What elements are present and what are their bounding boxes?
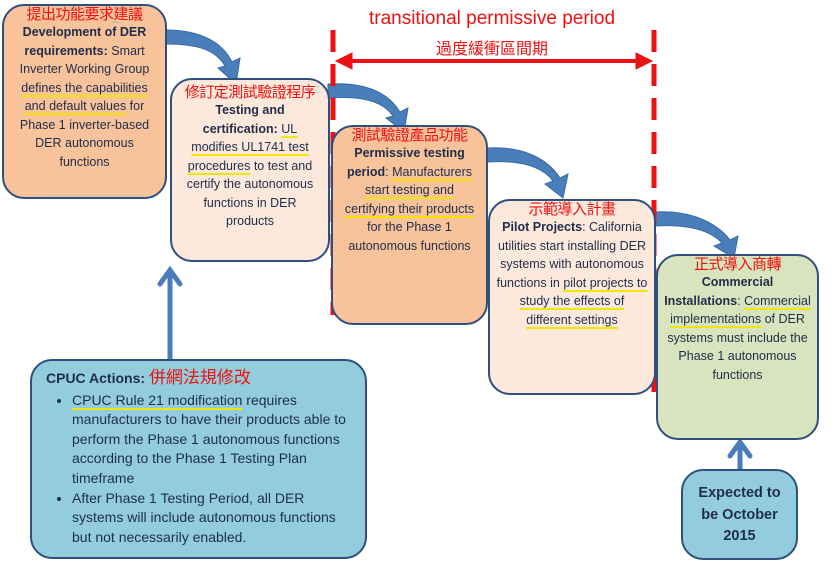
cpuc-up-arrow-head: [157, 265, 183, 287]
step-text: :: [385, 164, 393, 179]
expected-date-text: Expected to be October 2015: [698, 485, 781, 544]
curved-arrow-3-to-4: [486, 147, 569, 199]
step-title: Permissive testing period: [346, 146, 465, 179]
period-title: transitional permissive period: [368, 8, 616, 29]
cpuc-bullet-list: CPUC Rule 21 modification requires manuf…: [46, 391, 351, 548]
cpuc-actions-box: CPUC Actions: 併網法規修改 CPUC Rule 21 modifi…: [30, 359, 367, 559]
step-title: Pilot Projects: [502, 220, 583, 234]
expected-date-box: Expected to be October 2015: [681, 469, 798, 560]
step-text: : California utilities start installing …: [496, 220, 646, 290]
step-text: for Phase 1 inverter-based DER autonomou…: [19, 99, 150, 169]
step-zh-label: 正式導入商轉: [693, 255, 782, 273]
step-title: Development of DER requirements:: [22, 25, 147, 58]
cpuc-header: CPUC Actions: 併網法規修改: [46, 368, 351, 389]
step-title: Testing and certification:: [202, 103, 285, 136]
step-highlight-text: defines the capabilities and default val…: [21, 80, 148, 114]
step-text: :: [737, 293, 745, 308]
curved-arrow-4-to-5: [653, 211, 739, 259]
step-zh-label: 測試驗證產品功能: [351, 126, 468, 144]
cpuc-title-zh: 併網法規修改: [148, 368, 251, 388]
step-text: for the Phase 1 autonomous functions: [348, 220, 471, 253]
step-highlight-text: Commercial implementations: [670, 293, 811, 327]
step-permissive-testing-period: 測試驗證產品功能 Permissive testing period: Manu…: [331, 125, 488, 325]
step-text: Smart Inverter Working Group: [19, 43, 150, 77]
step-zh-label: 示範導入計畫: [528, 200, 616, 218]
cpuc-bullet-highlight: CPUC Rule 21 modification: [72, 391, 243, 408]
step-highlight-text: pilot projects to study the effects of d…: [519, 275, 648, 327]
step-highlight-text: Manufacturers start testing and certifyi…: [344, 164, 475, 216]
cpuc-bullet: CPUC Rule 21 modification requires manuf…: [72, 391, 351, 489]
expected-up-arrow-head: [727, 437, 753, 459]
cpuc-title: CPUC Actions:: [46, 370, 146, 386]
period-title-zh: 過度緩衝區間期: [435, 39, 548, 58]
cpuc-bullet-text: requires manufacturers to have their pro…: [72, 391, 346, 486]
step-text: to test and certify the autonomous funct…: [186, 158, 314, 229]
cpuc-bullet-text: After Phase 1 Testing Period, all DER sy…: [72, 489, 336, 545]
step-highlight-text: UL modifies UL1741 test procedures: [187, 121, 309, 173]
step-text: of DER systems must include the Phase 1 …: [667, 312, 808, 382]
step-commercial-installations: 正式導入商轉 Commercial Installations: Commerc…: [656, 254, 819, 440]
cpuc-bullet: After Phase 1 Testing Period, all DER sy…: [72, 489, 351, 548]
step-title: Commercial Installations: [664, 275, 774, 308]
step-zh-label: 修訂定測試驗證程序: [184, 83, 316, 101]
step-zh-label: 提出功能要求建議: [26, 5, 143, 23]
step-pilot-projects: 示範導入計畫 Pilot Projects: California utilit…: [488, 199, 656, 395]
step-development-requirements: 提出功能要求建議 Development of DER requirements…: [2, 4, 167, 199]
curved-arrow-1-to-2: [165, 29, 241, 85]
step-testing-certification: 修訂定測試驗證程序 Testing and certification: UL …: [170, 78, 330, 262]
